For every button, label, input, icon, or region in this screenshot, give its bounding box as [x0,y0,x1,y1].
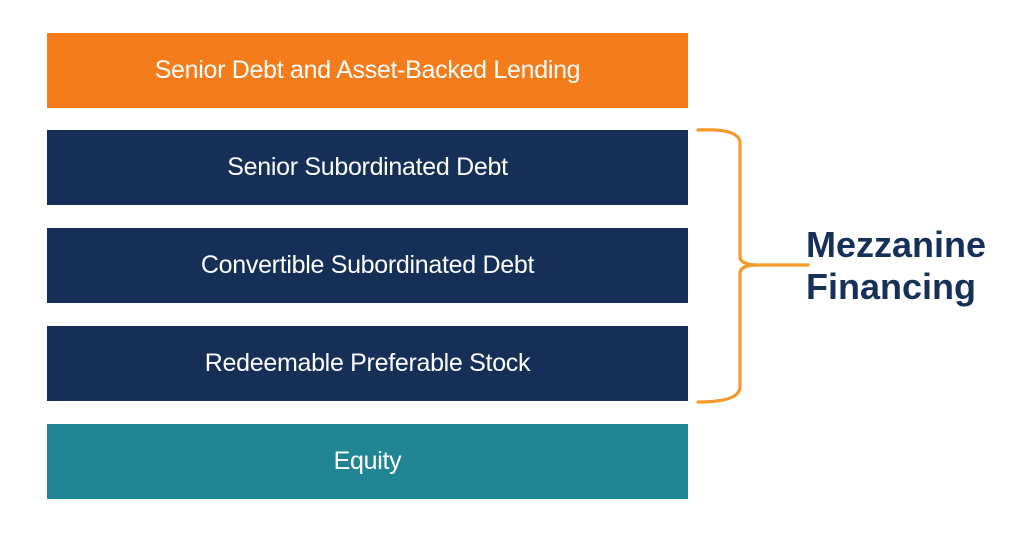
layer-senior-debt: Senior Debt and Asset-Backed Lending [47,33,688,108]
layer-label: Senior Debt and Asset-Backed Lending [154,56,581,84]
curly-brace-icon [696,128,810,404]
layer-equity: Equity [47,424,688,499]
label-line-2: Financing [806,266,976,307]
layer-label: Redeemable Preferable Stock [204,349,531,377]
layer-label: Convertible Subordinated Debt [200,251,535,279]
label-line-1: Mezzanine [806,224,987,265]
layer-label: Senior Subordinated Debt [227,153,508,181]
layer-convertible-subordinated-debt: Convertible Subordinated Debt [47,228,688,303]
layer-senior-subordinated-debt: Senior Subordinated Debt [47,130,688,205]
layer-label: Equity [333,447,402,475]
mezzanine-financing-label: Mezzanine Financing [806,224,986,308]
layer-redeemable-preferable-stock: Redeemable Preferable Stock [47,326,688,401]
